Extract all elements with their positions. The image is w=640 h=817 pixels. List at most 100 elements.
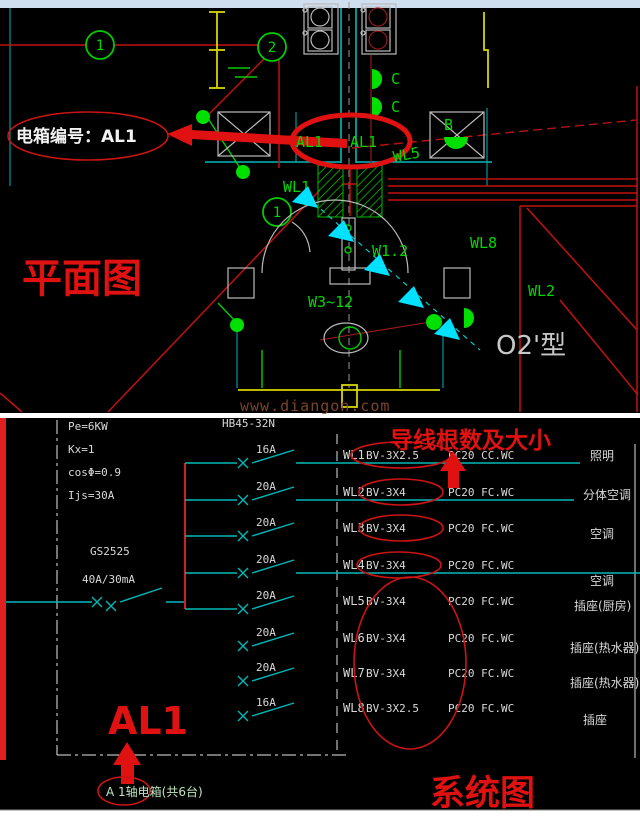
floor-plan-drawing: 1 2 1 B: [0, 0, 640, 413]
label-wl8: WL8: [470, 234, 497, 252]
panel-callout-label: 电箱编号：AL1: [16, 126, 137, 147]
plan-wire-labels: WL1 WL5 W1.2 W3~12 WL8 WL2 O2'型: [283, 144, 566, 361]
conduit-spec: PC20 FC.WC: [448, 632, 514, 645]
circuit-row-wl5: 20A WL5 BV-3X4 PC20 FC.WC 插座(厨房): [185, 589, 631, 615]
wire-note-arrow: [440, 451, 466, 488]
conduit-spec: PC20 CC.WC: [448, 449, 514, 462]
system-background: [0, 418, 640, 810]
fan-box-b: B: [429, 111, 485, 159]
callout-arrow: [167, 124, 347, 148]
plan-title: 平面图: [22, 256, 142, 302]
load-label: 分体空调: [583, 488, 631, 502]
wire-note-text: 导线根数及大小: [390, 427, 551, 454]
incoming-ijs: Ijs=30A: [68, 489, 115, 502]
bubble-label: 2: [268, 40, 276, 56]
wire-spec: BV-3X2.5: [366, 702, 419, 715]
wire-spec: BV-3X2.5: [366, 449, 419, 462]
watermark: www.diangon.com: [240, 397, 391, 415]
speaker-label-c2: C: [391, 98, 400, 116]
breaker-rating: 20A: [256, 480, 276, 493]
red-lines: [0, 44, 639, 413]
breaker-rating: 16A: [256, 696, 276, 709]
breaker-rating: 20A: [256, 516, 276, 529]
grid-bubble-3: 1: [262, 197, 311, 253]
breaker-rating: 20A: [256, 661, 276, 674]
label-type: O2'型: [496, 331, 566, 361]
circuit-id: WL6: [343, 631, 365, 645]
load-label: 插座: [583, 712, 607, 727]
wall-fixtures: C C: [196, 69, 474, 332]
panel-boundary: [56, 420, 636, 758]
circuit-row-wl6: 20A WL6 BV-3X4 PC20 FC.WC 插座(热水器): [237, 626, 639, 655]
speaker-label-c1: C: [391, 70, 400, 88]
al1-annotation: AL1 A 1轴电箱(共6台): [97, 699, 203, 806]
incoming-pe: Pe=6KW: [68, 420, 108, 433]
conduit-spec: PC20 FC.WC: [448, 522, 514, 535]
circuit-id: WL3: [343, 521, 365, 535]
fan-label-b: B: [444, 116, 453, 134]
wire-note-annotation: 导线根数及大小: [390, 427, 551, 488]
al1-label-left: AL1: [296, 133, 323, 151]
label-wl2: WL2: [528, 282, 555, 300]
wire-spec-highlight-ellipse: [353, 576, 467, 750]
circuit-id: WL2: [343, 485, 365, 499]
panel-callout: 电箱编号：AL1: [7, 111, 347, 161]
conduit-spec: PC20 FC.WC: [448, 559, 514, 572]
al1-label-right: AL1: [350, 133, 377, 151]
rcd-rating: 40A/30mA: [82, 573, 135, 586]
load-label: 空调: [590, 527, 614, 541]
bubble-label: 1: [96, 38, 104, 54]
al1-highlight: AL1 AL1: [289, 112, 413, 170]
conduit-spec: PC20 FC.WC: [448, 667, 514, 680]
circuit-row-wl8: 16A WL8 BV-3X2.5 PC20 FC.WC 插座: [237, 696, 607, 727]
bottom-strip: [0, 810, 640, 817]
label-w3-12: W3~12: [308, 293, 353, 311]
system-title: 系统图: [430, 774, 535, 814]
circuit-row-wl1: 16A WL1 BV-3X2.5 PC20 CC.WC 照明: [185, 441, 614, 469]
breaker-rating: 20A: [256, 589, 276, 602]
grid-bubble-2: 2: [257, 32, 287, 62]
circuit-id: WL8: [343, 701, 365, 715]
conduit-spec: PC20 FC.WC: [448, 702, 514, 715]
wire-spec: BV-3X4: [366, 595, 406, 608]
system-diagram: Pe=6KW Kx=1 cosΦ=0.9 Ijs=30A GS2525 40A/…: [0, 418, 640, 817]
breaker-rating: 16A: [256, 443, 276, 456]
incoming-data: Pe=6KW Kx=1 cosΦ=0.9 Ijs=30A GS2525 40A/…: [68, 418, 275, 586]
main-breaker-model: HB45-32N: [222, 418, 275, 430]
wire-spec: BV-3X4: [366, 486, 406, 499]
load-label: 插座(热水器): [570, 640, 639, 655]
load-label: 插座(热水器): [570, 675, 639, 690]
bubble-label: 1: [273, 205, 281, 221]
circuit-row-wl2: 20A WL2 BV-3X4 PC20 FC.WC 分体空调: [185, 478, 631, 506]
label-w1-2: W1.2: [372, 242, 408, 260]
room-fixtures: [227, 199, 471, 354]
appliance-symbols: [302, 3, 397, 55]
wire-spec: BV-3X4: [366, 522, 406, 535]
incoming-cos: cosΦ=0.9: [68, 466, 121, 479]
label-wl5: WL5: [392, 144, 422, 166]
conduit-spec: PC20 FC.WC: [448, 595, 514, 608]
circuit-row-wl3: 20A WL3 BV-3X4 PC20 FC.WC 空调: [185, 514, 614, 542]
wire-spec: BV-3X4: [366, 667, 406, 680]
circuit-row-wl4: 20A WL4 BV-3X4 PC20 FC.WC 空调: [185, 551, 640, 588]
circuit-id: WL5: [343, 594, 365, 608]
incoming-kx: Kx=1: [68, 443, 95, 456]
breaker-rating: 20A: [256, 553, 276, 566]
load-label: 空调: [590, 574, 614, 588]
load-label: 照明: [590, 449, 614, 463]
breaker-rating: 20A: [256, 626, 276, 639]
panel-caption: A 1轴电箱(共6台): [106, 784, 203, 799]
wire-spec: BV-3X4: [366, 632, 406, 645]
conduit-spec: PC20 FC.WC: [448, 486, 514, 499]
al1-big-label: AL1: [108, 699, 188, 743]
rcd-model: GS2525: [90, 545, 130, 558]
yellow-details: [209, 11, 489, 408]
circuit-id: WL4: [343, 558, 365, 572]
grid-bubble-1: 1: [85, 30, 115, 60]
wire-spec: BV-3X4: [366, 559, 406, 572]
wall-lines: [9, 8, 492, 388]
cyan-route-arrows: [292, 186, 481, 351]
al1-arrow: [113, 742, 141, 784]
circuit-id: WL1: [343, 448, 365, 462]
